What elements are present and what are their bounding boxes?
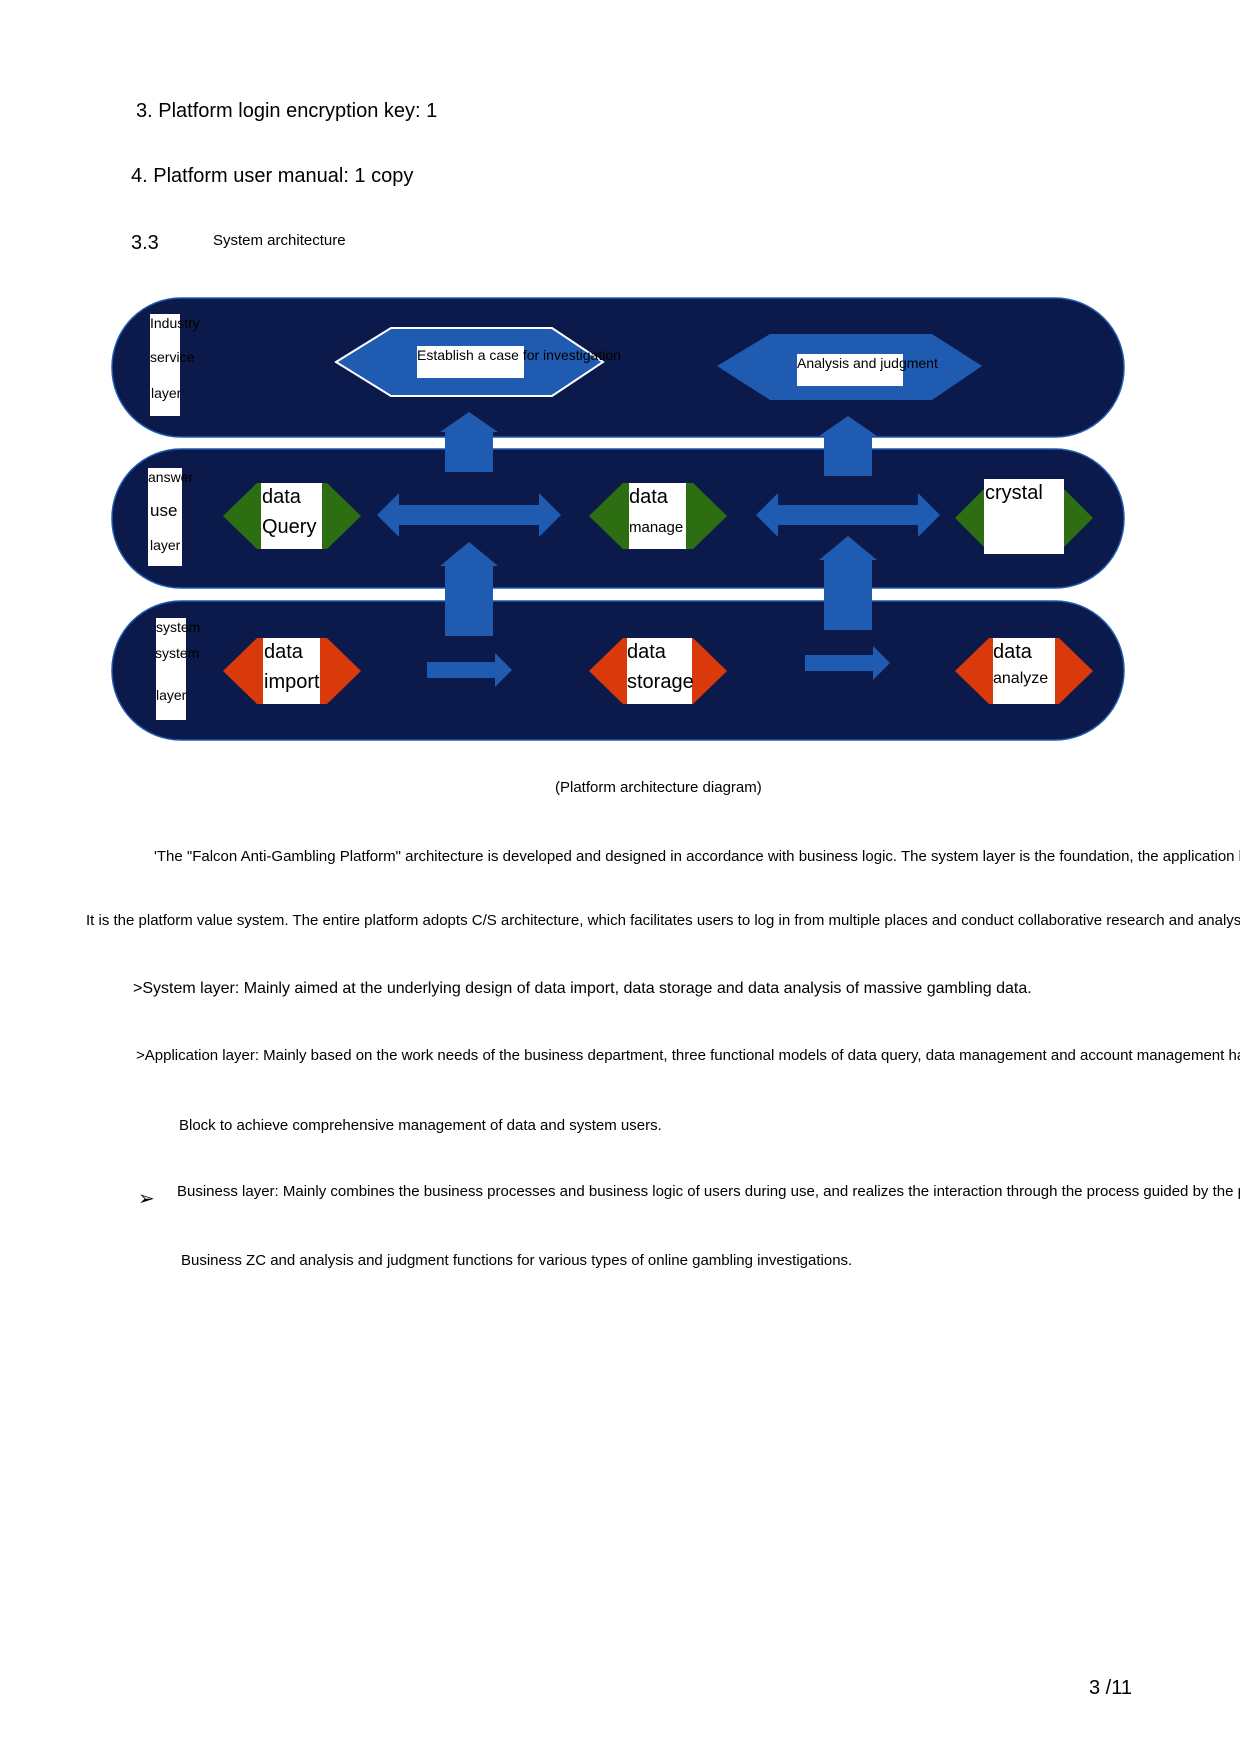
application-layer-label-box	[148, 468, 182, 566]
data-manage-label-box	[629, 483, 686, 549]
double-arrow-manage-crystal	[756, 493, 940, 537]
list-item-encryption-key: 3. Platform login encryption key: 1	[136, 100, 438, 122]
data-query-label-1: data	[262, 486, 301, 508]
double-arrow-query-manage	[377, 493, 561, 537]
architecture-diagram-svg	[111, 297, 1125, 741]
data-import-label-2: import	[264, 671, 320, 693]
system-layer-description: >System layer: Mainly aimed at the under…	[133, 980, 1032, 997]
section-number: 3.3	[131, 232, 159, 254]
list-item-user-manual: 4. Platform user manual: 1 copy	[131, 165, 414, 187]
crystal-label-box	[984, 479, 1064, 554]
bullet-arrow-icon: ➢	[138, 1186, 155, 1210]
data-manage-label-2: manage	[629, 519, 684, 536]
paragraph-1-line: 'The "Falcon Anti-Gambling Platform" arc…	[0, 846, 1240, 870]
data-query-label-box	[261, 483, 322, 549]
section-title: System architecture	[213, 232, 346, 249]
business-layer-label-box	[150, 314, 180, 416]
establish-case-label: Establish a case for investigation	[417, 347, 621, 363]
up-arrow-system-to-manage	[819, 536, 877, 630]
data-manage-label-1: data	[629, 486, 668, 508]
data-storage-label-box	[627, 638, 692, 704]
business-layer-label-1: Industry	[150, 315, 200, 331]
paragraph-1: 'The "Falcon Anti-Gambling Platform" arc…	[154, 848, 1240, 865]
right-arrow-import-storage	[427, 653, 512, 687]
data-analyze-label-1: data	[993, 641, 1032, 663]
analysis-judgment-label: Analysis and judgment	[797, 355, 938, 371]
application-layer-label-1: answer	[148, 469, 194, 485]
business-layer-line: Business layer: Mainly combines the busi…	[0, 1181, 1240, 1205]
analysis-judgment-label-box	[797, 354, 903, 386]
crystal-label: crystal	[985, 482, 1043, 504]
diagram-caption: (Platform architecture diagram)	[555, 779, 762, 796]
business-layer-continuation: Business ZC and analysis and judgment fu…	[181, 1252, 853, 1269]
business-layer-label-3: layer	[151, 385, 182, 401]
up-arrow-manage-to-analysis	[819, 416, 877, 476]
data-storage-label-1: data	[627, 641, 666, 663]
data-analyze-label-box	[993, 638, 1055, 704]
system-layer-label-box	[156, 618, 186, 720]
business-layer-label-2: service	[150, 349, 195, 365]
application-layer-line: >Application layer: Mainly based on the …	[0, 1045, 1240, 1069]
paragraph-2-line: It is the platform value system. The ent…	[0, 910, 1240, 934]
page-number: 3 /11	[1089, 1677, 1132, 1699]
system-layer-label-1: system	[156, 619, 201, 635]
data-analyze-label-2: analyze	[993, 670, 1049, 687]
business-layer-description: Business layer: Mainly combines the busi…	[177, 1183, 1240, 1200]
data-query-label-2: Query	[262, 516, 317, 538]
application-layer-label-2: use	[150, 501, 178, 520]
business-layer-band	[111, 297, 1125, 438]
application-layer-continuation: Block to achieve comprehensive managemen…	[179, 1117, 662, 1134]
application-layer-description: >Application layer: Mainly based on the …	[136, 1047, 1240, 1064]
right-arrow-storage-analyze	[805, 646, 890, 680]
up-arrow-system-to-query	[440, 542, 498, 636]
system-layer-label-2: system	[155, 645, 200, 661]
up-arrow-query-to-case	[440, 412, 498, 472]
data-import-label-box	[263, 638, 320, 704]
data-storage-label-2: storage	[627, 671, 694, 693]
paragraph-2: It is the platform value system. The ent…	[86, 912, 1240, 929]
establish-case-label-box	[417, 346, 524, 378]
application-layer-label-3: layer	[150, 537, 181, 553]
data-import-label-1: data	[264, 641, 303, 663]
system-layer-label-3: layer	[156, 687, 187, 703]
